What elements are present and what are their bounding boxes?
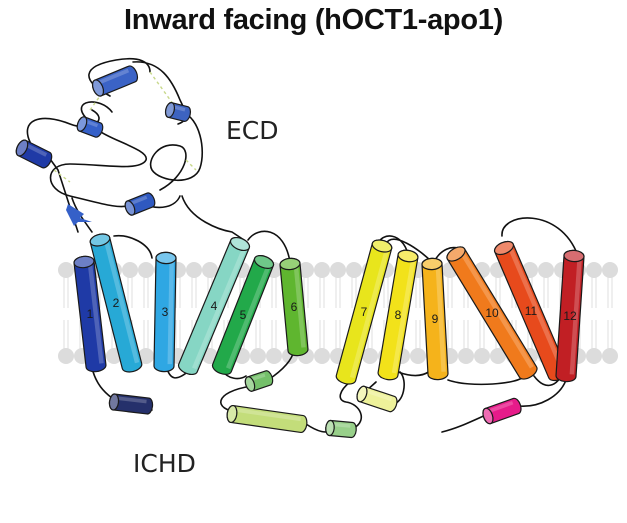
tm-helix-5	[211, 255, 275, 375]
tm-helix-2	[89, 233, 143, 373]
tm-helix-12-label: 12	[563, 309, 577, 323]
ichd-helix-5	[356, 385, 398, 413]
tm-helix-9-label: 9	[432, 312, 439, 326]
ichd-helix-4	[325, 419, 357, 439]
tm-helix-1-label: 1	[87, 307, 94, 321]
ichd-label: ICHD	[133, 449, 196, 478]
ecd-helix-small-2	[164, 102, 192, 122]
tm-helix-8-label: 8	[395, 308, 402, 322]
tm-helix-10	[446, 246, 538, 380]
tm-helix-4-label: 4	[211, 299, 218, 313]
ichd-helix-1	[108, 393, 154, 415]
tm-helix-6-label: 6	[291, 300, 298, 314]
ecd-helix-left	[15, 139, 53, 169]
tm-helix-2-label: 2	[113, 296, 120, 310]
tm-helix-5-label: 5	[240, 308, 247, 322]
tm-helix-7-label: 7	[361, 305, 368, 319]
diagram-title: Inward facing (hOCT1-apo1)	[124, 4, 503, 36]
tm-helix-8	[377, 249, 419, 381]
ecd-helix-small-3	[124, 192, 156, 216]
tm-helix-11-label: 11	[525, 304, 538, 318]
tm-helix-10-label: 10	[485, 306, 499, 320]
beta-strand-arrow	[66, 204, 92, 226]
tm-helix-3	[153, 251, 177, 373]
ecd-helix-top	[91, 65, 139, 97]
tm-helix-1	[73, 255, 107, 373]
tm-helix-9	[421, 257, 449, 381]
ecd-label: ECD	[226, 116, 279, 145]
tm-helix-3-label: 3	[162, 305, 169, 319]
ichd-helix-6	[482, 397, 522, 425]
tm-helix-4	[177, 236, 251, 376]
tm-helix-12	[555, 249, 585, 383]
ecd-helix-small-1	[76, 116, 104, 138]
tm-helix-7	[335, 239, 393, 385]
tm-helix-6	[279, 257, 309, 357]
ichd-helix-3	[226, 404, 308, 434]
ichd-helix-2	[244, 370, 274, 392]
